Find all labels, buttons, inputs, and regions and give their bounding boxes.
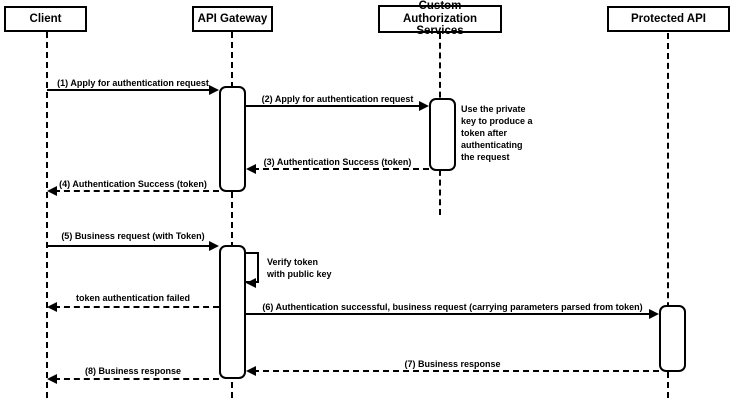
arrowhead-left-icon [47,302,57,312]
lifeline-protected-api [667,33,669,398]
message-label: (8) Business response [84,366,182,376]
participant-label: Protected API [631,12,706,25]
message-label: (6) Authentication successful, business … [262,302,643,312]
message-line [54,378,219,380]
message-label: (2) Apply for authentication request [261,94,414,104]
arrowhead-left-icon [246,164,256,174]
message-line [246,105,422,107]
activation-api-gateway-business [219,245,246,379]
participant-protected-api: Protected API [607,6,730,32]
arrowhead-left-icon [246,366,256,376]
participant-client: Client [4,6,87,32]
arrowhead-left-icon [246,278,256,288]
arrowhead-left-icon [47,186,57,196]
note-private-key: Use the private key to produce a token a… [461,104,533,162]
arrowhead-right-icon [419,101,429,111]
lifeline-api-gateway [231,32,233,398]
participant-custom-auth-services: Custom Authorization Services [378,0,502,37]
participant-label: Custom Authorization Services [402,0,478,38]
message-label: (1) Apply for authentication request [57,78,209,88]
activation-api-gateway-auth [219,86,246,192]
message-line [253,370,659,372]
arrowhead-right-icon [209,85,219,95]
message-label: token authentication failed [75,293,190,303]
message-line [246,313,652,315]
arrowhead-right-icon [649,309,659,319]
message-label: (5) Business request (with Token) [61,231,205,241]
message-line [47,89,212,91]
participant-label: Client [29,12,62,25]
arrowhead-right-icon [209,241,219,251]
message-line [54,306,219,308]
message-label: (3) Authentication Success (token) [263,157,412,167]
message-label: (4) Authentication Success (token) [59,179,207,189]
arrowhead-left-icon [47,374,57,384]
participant-label: API Gateway [197,12,268,25]
activation-protected-api [659,305,686,372]
participant-api-gateway: API Gateway [192,6,273,32]
self-message-label: Verify token with public key [267,257,332,279]
lifeline-client [46,32,48,398]
message-line [47,245,212,247]
message-line [253,168,429,170]
message-label: (7) Business response [404,359,501,369]
message-line [54,190,219,192]
activation-custom-auth-services [429,98,456,171]
